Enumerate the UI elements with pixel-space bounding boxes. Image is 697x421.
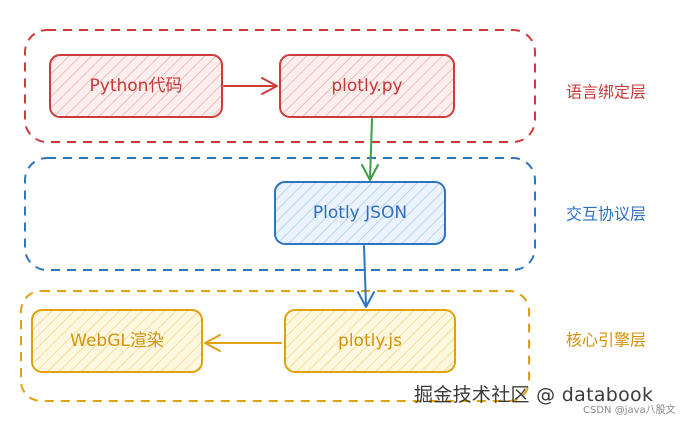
- arrow-plotly-py-to-json: [361, 118, 379, 181]
- layer-protocol-frame: [24, 157, 536, 271]
- layer-binding-label: 语言绑定层: [566, 83, 646, 102]
- arrow-python-to-plotly-py: [223, 77, 278, 95]
- node-plotly-json-label: Plotly JSON: [313, 203, 407, 223]
- arrow-json-to-plotly-js: [357, 245, 375, 308]
- node-plotly-js: plotly.js: [284, 309, 456, 373]
- node-python-code: Python代码: [49, 54, 223, 118]
- node-webgl-box: [31, 309, 203, 373]
- node-webgl: WebGL渲染: [31, 309, 203, 373]
- node-webgl-label: WebGL渲染: [70, 331, 164, 351]
- layer-engine: 核心引擎层: [20, 290, 646, 402]
- layer-binding: 语言绑定层: [24, 29, 646, 143]
- node-plotly-py-box: [279, 54, 455, 118]
- node-plotly-py-label: plotly.py: [331, 76, 402, 96]
- watermark-main: 掘金技术社区 @ databook: [414, 384, 654, 406]
- layer-engine-label: 核心引擎层: [566, 331, 646, 350]
- node-plotly-js-label: plotly.js: [338, 331, 402, 351]
- layer-protocol-label: 交互协议层: [566, 205, 646, 224]
- node-plotly-json-box: [274, 181, 446, 245]
- node-plotly-js-box: [284, 309, 456, 373]
- watermark-sub: CSDN @java八股文: [583, 405, 676, 416]
- node-plotly-json: Plotly JSON: [274, 181, 446, 245]
- node-plotly-py: plotly.py: [279, 54, 455, 118]
- arrow-plotly-js-to-webgl: [204, 334, 282, 352]
- layer-binding-frame: [24, 29, 536, 143]
- node-python-code-label: Python代码: [90, 76, 183, 96]
- node-python-code-box: [49, 54, 223, 118]
- layer-engine-frame: [20, 290, 530, 402]
- layer-protocol: 交互协议层: [24, 157, 646, 271]
